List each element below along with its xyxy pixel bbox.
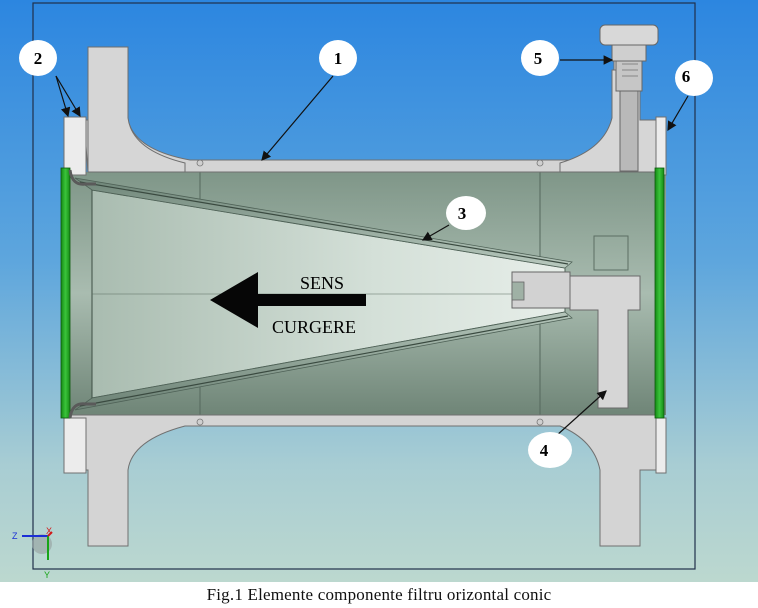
callout-2: 2 <box>19 40 57 76</box>
gasket-right <box>654 167 665 419</box>
callout-5-number: 5 <box>534 49 543 68</box>
flange-left-top <box>87 46 186 173</box>
flow-label-line2: CURGERE <box>272 317 356 337</box>
body-bump <box>196 418 204 426</box>
flow-direction-arrow <box>210 272 366 328</box>
leader-1 <box>261 75 334 161</box>
flow-label-line1: SENS <box>300 273 344 293</box>
leader-2a <box>55 75 71 118</box>
gasket-left <box>60 167 71 419</box>
body-wall-bottom <box>69 414 657 547</box>
triad-x-label: X <box>46 526 52 536</box>
callout-4: 4 <box>528 432 572 468</box>
body-bump <box>536 159 544 167</box>
plug-collar <box>611 44 647 62</box>
callout-6: 6 <box>675 60 713 96</box>
callout-1: 1 <box>319 40 357 76</box>
callout-6-number: 6 <box>682 67 691 86</box>
leader-2b <box>55 75 81 118</box>
view-frame <box>32 2 696 570</box>
callout-3-number: 3 <box>458 204 467 223</box>
callout-5: 5 <box>521 40 559 76</box>
callout-1-number: 1 <box>334 49 343 68</box>
cone-tip-bore <box>511 281 525 301</box>
leader-4 <box>555 390 607 437</box>
cone-lip-top <box>68 169 96 186</box>
cone-mesh-line <box>79 181 569 265</box>
axis-triad: Z X Y <box>12 526 53 580</box>
filter-support <box>569 275 641 409</box>
filter-section-drawing: SENS CURGERE 2 1 3 4 5 <box>0 0 758 582</box>
figure-caption: Fig.1 Elemente componente filtru orizont… <box>206 585 552 604</box>
cad-viewport: SENS CURGERE 2 1 3 4 5 <box>0 0 758 582</box>
flange-ring-right-top <box>655 116 667 176</box>
plug-head <box>599 24 659 46</box>
leader-3 <box>421 224 450 241</box>
plug-stem <box>619 90 639 172</box>
flange-ring-left-bottom <box>63 417 87 474</box>
callout-2-number: 2 <box>34 49 43 68</box>
cone-lip-bottom <box>68 402 96 419</box>
flange-ring-right-bottom <box>655 417 667 474</box>
triad-y-label: Y <box>44 570 50 580</box>
body-bump <box>196 159 204 167</box>
triad-x-axis <box>47 531 53 537</box>
body-bump <box>536 418 544 426</box>
callout-3: 3 <box>446 196 486 230</box>
cone-mesh-line <box>79 315 569 407</box>
flange-ring-left-top <box>63 116 87 176</box>
support-slot <box>593 235 629 271</box>
triad-z-label: Z <box>12 531 18 541</box>
leader-6 <box>667 95 689 132</box>
callout-4-number: 4 <box>540 441 549 460</box>
